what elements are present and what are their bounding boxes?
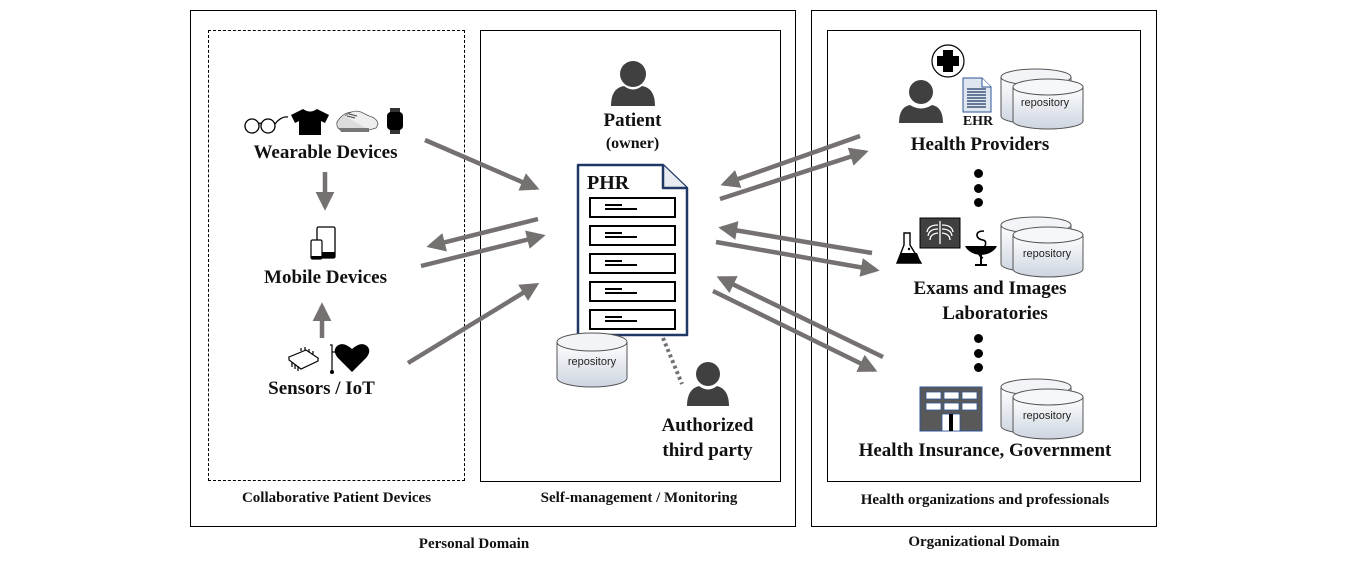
third-party-person-icon xyxy=(687,362,729,406)
labs-label-line2: Laboratories xyxy=(942,303,1048,324)
tablet-phone-icon xyxy=(310,226,336,260)
glasses-icon xyxy=(244,116,289,134)
patient-repository-icon: repository xyxy=(556,332,628,388)
building-icon xyxy=(919,386,983,432)
sensors-iot-label: Sensors / IoT xyxy=(268,378,375,399)
repository-label: repository xyxy=(1021,97,1070,109)
sneakers-icon xyxy=(336,110,379,132)
health-providers-label: Health Providers xyxy=(910,134,1050,155)
phr-document-icon xyxy=(576,163,689,337)
insurance-repository-icon: repository xyxy=(1000,378,1084,440)
doctor-person-icon xyxy=(899,44,965,123)
heart-sensor-icon xyxy=(330,344,370,374)
smartwatch-icon xyxy=(387,108,403,134)
collaborative-devices-caption: Collaborative Patient Devices xyxy=(241,490,432,506)
authorized-label-line2: third party xyxy=(662,440,753,461)
tshirt-icon xyxy=(291,109,329,135)
phr-record-row xyxy=(589,281,676,302)
arrow-phr-to-insurance xyxy=(712,288,878,373)
ehr-label: EHR xyxy=(962,114,994,129)
arrow-mobile-to-phr xyxy=(420,230,546,269)
arrow-sensors-to-phr xyxy=(406,283,540,365)
phr-record-row xyxy=(589,253,676,274)
ellipsis-dot xyxy=(974,184,983,193)
phr-record-row xyxy=(589,309,676,330)
arrow-phr-to-providers xyxy=(719,147,869,202)
arrow-insurance-to-phr xyxy=(716,275,884,360)
ellipsis-dot xyxy=(974,169,983,178)
arrow-providers-to-phr xyxy=(720,133,861,188)
authorized-label-line1: Authorized xyxy=(661,415,754,436)
ellipsis-dot xyxy=(974,363,983,372)
health-insurance-government-label: Health Insurance, Government xyxy=(858,440,1112,461)
labs-label-line1: Exams and Images xyxy=(913,278,1067,299)
phr-record-row xyxy=(589,225,676,246)
dotted-link-third-party xyxy=(661,337,684,385)
patient-person-icon xyxy=(611,61,655,106)
ellipsis-dot xyxy=(974,198,983,207)
arrow-phr-to-labs xyxy=(715,239,880,277)
arrow-wearable-to-phr xyxy=(424,137,540,191)
labs-repository-icon: repository xyxy=(1000,216,1084,278)
health-organizations-panel xyxy=(827,30,1141,482)
arrow-labs-to-phr xyxy=(718,221,873,256)
ehr-document-icon xyxy=(962,77,992,113)
organizational-domain-label: Organizational Domain xyxy=(908,534,1060,550)
ellipsis-dot xyxy=(974,334,983,343)
organizational-domain-box xyxy=(811,10,1157,527)
repository-label: repository xyxy=(568,356,617,368)
phr-record-row xyxy=(589,197,676,218)
flask-icon xyxy=(895,232,923,264)
phr-title: PHR xyxy=(587,172,630,194)
patient-owner-sublabel: (owner) xyxy=(605,135,660,152)
repository-label: repository xyxy=(1023,248,1072,260)
pharmacy-caduceus-icon xyxy=(965,230,997,266)
wearable-devices-label: Wearable Devices xyxy=(253,142,398,163)
personal-domain-label: Personal Domain xyxy=(418,536,530,552)
provider-repository-icon: repository xyxy=(1000,68,1084,130)
chip-icon xyxy=(287,347,320,371)
self-management-panel xyxy=(480,30,781,482)
mobile-devices-label: Mobile Devices xyxy=(264,267,387,288)
repository-label: repository xyxy=(1023,410,1072,422)
self-management-caption: Self-management / Monitoring xyxy=(540,490,738,506)
ellipsis-dot xyxy=(974,349,983,358)
xray-icon xyxy=(919,217,961,249)
patient-label: Patient xyxy=(603,110,662,131)
arrow-phr-to-mobile xyxy=(426,216,539,252)
personal-domain-box xyxy=(190,10,796,527)
health-organizations-caption: Health organizations and professionals xyxy=(860,492,1110,508)
